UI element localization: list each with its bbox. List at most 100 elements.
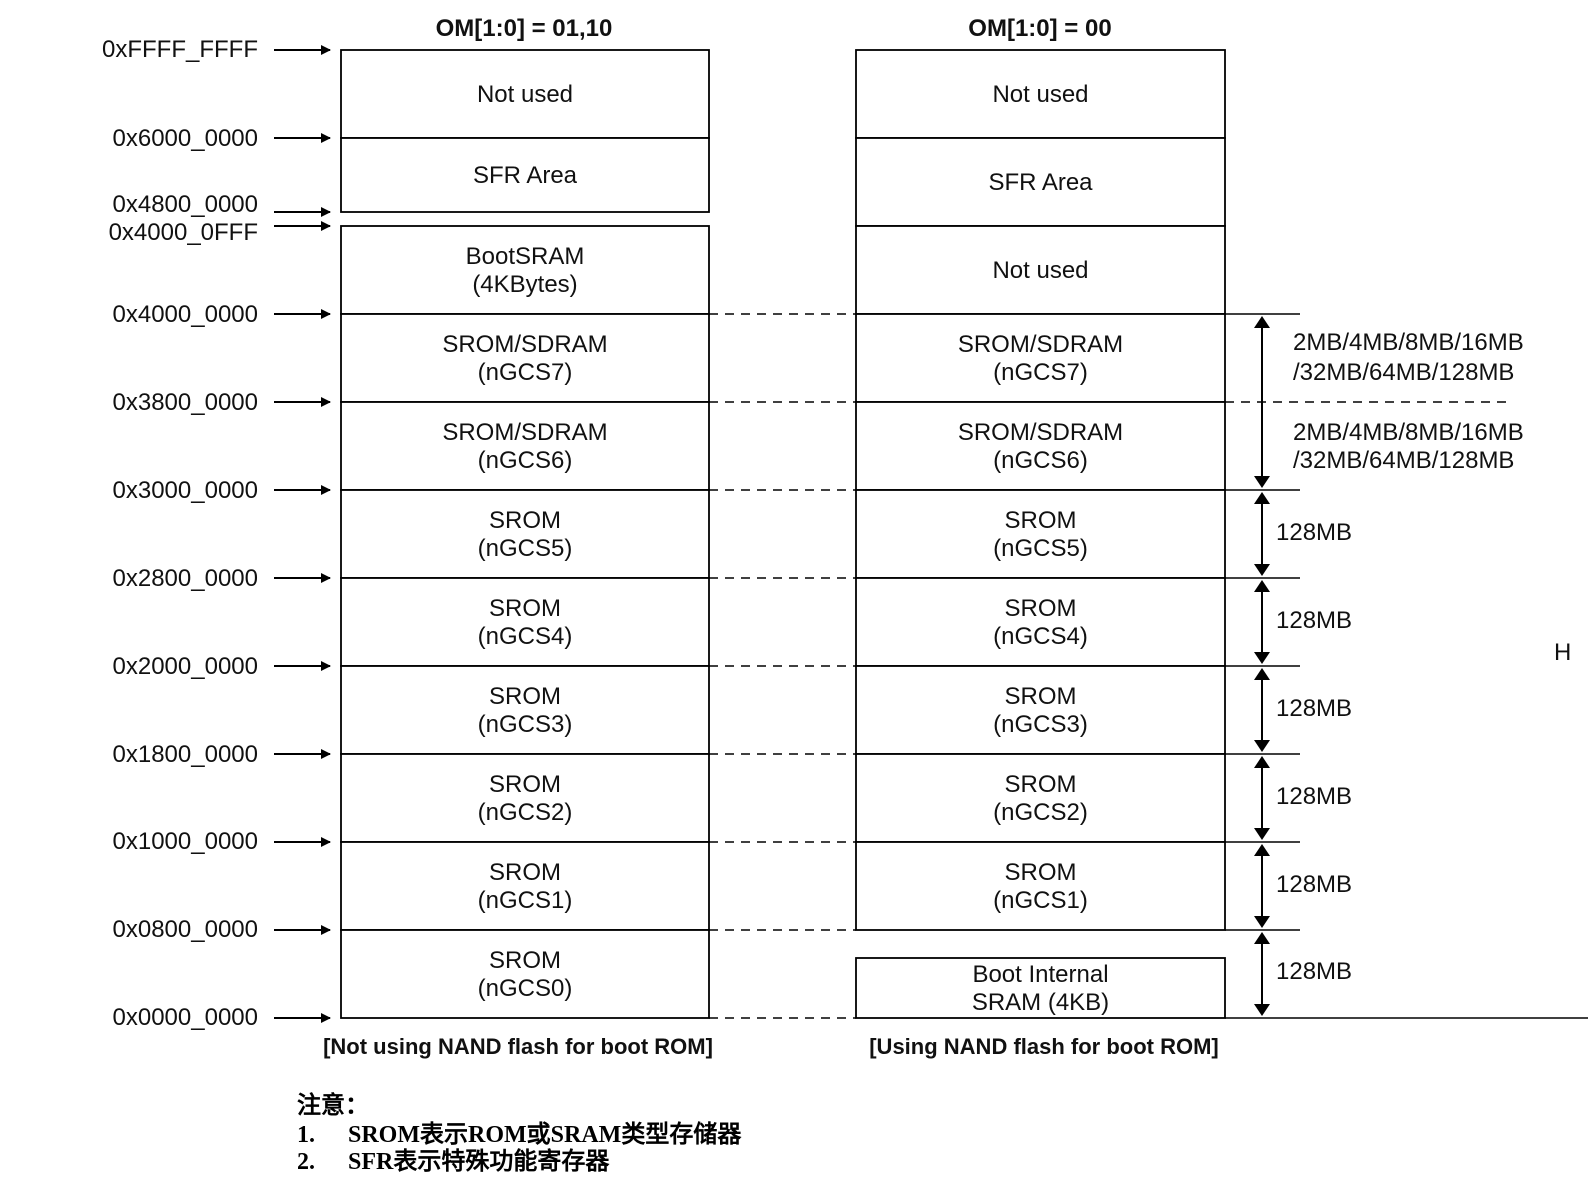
- address-label: 0x4800_0000: [113, 191, 258, 218]
- memory-block-label: (nGCS6): [993, 447, 1088, 474]
- column-title-om-01-10: OM[1:0] = 01,10: [436, 15, 613, 42]
- memory-block: SROM/SDRAM(nGCS6): [855, 401, 1226, 491]
- memory-block: SROM(nGCS3): [340, 665, 710, 755]
- size-annotations: [1225, 313, 1588, 1019]
- memory-block-label: SROM: [489, 859, 561, 886]
- size-label-ngcs3: 128MB: [1276, 695, 1352, 722]
- memory-block-label: (nGCS6): [478, 447, 573, 474]
- column-title-om-00: OM[1:0] = 00: [968, 15, 1111, 42]
- memory-block: SFR Area: [340, 137, 710, 213]
- memory-block-label: SROM: [1005, 507, 1077, 534]
- memory-block-label: SROM/SDRAM: [958, 419, 1123, 446]
- address-label: 0x0000_0000: [113, 1004, 258, 1031]
- memory-block: Not used: [340, 49, 710, 139]
- memory-block-label: Not used: [992, 81, 1088, 108]
- address-label: 0x4000_0000: [113, 301, 258, 328]
- memory-block-label: SFR Area: [988, 169, 1093, 196]
- memory-block: SROM(nGCS2): [340, 753, 710, 843]
- memory-block: SROM(nGCS4): [340, 577, 710, 667]
- address-label: 0xFFFF_FFFF: [102, 36, 258, 63]
- memory-block: SFR Area: [855, 137, 1226, 227]
- memory-block-label: (nGCS2): [478, 799, 573, 826]
- memory-block: SROM/SDRAM(nGCS7): [855, 313, 1226, 403]
- memory-block-label: SROM: [489, 683, 561, 710]
- memory-block: SROM(nGCS4): [855, 577, 1226, 667]
- address-label: 0x2000_0000: [113, 653, 258, 680]
- memory-block: SROM(nGCS3): [855, 665, 1226, 755]
- memory-block-label: SFR Area: [473, 162, 578, 189]
- address-label: 0x3000_0000: [113, 477, 258, 504]
- memory-block-label: Not used: [992, 257, 1088, 284]
- memory-block-label: (nGCS5): [478, 535, 573, 562]
- memory-block-label: SROM: [1005, 683, 1077, 710]
- address-label: 0x6000_0000: [113, 125, 258, 152]
- memory-block: SROM(nGCS1): [855, 841, 1226, 931]
- memory-block-label: (4KBytes): [472, 271, 577, 298]
- note-2-text: SFR表示特殊功能寄存器: [348, 1147, 610, 1175]
- cutoff-label: H: [1554, 639, 1571, 666]
- memory-block-label: Not used: [477, 81, 573, 108]
- size-label-ngcs6-line2: /32MB/64MB/128MB: [1293, 447, 1514, 474]
- memory-block: Not used: [855, 49, 1226, 139]
- address-label: 0x1800_0000: [113, 741, 258, 768]
- size-label-ngcs5: 128MB: [1276, 519, 1352, 546]
- memory-block-label: SROM/SDRAM: [958, 331, 1123, 358]
- memory-block: Not used: [855, 225, 1226, 315]
- note-2-number: 2.: [297, 1149, 315, 1175]
- size-label-ngcs0: 128MB: [1276, 958, 1352, 985]
- memory-block-label: (nGCS5): [993, 535, 1088, 562]
- memory-block-label: SRAM (4KB): [972, 989, 1109, 1016]
- memory-block: SROM(nGCS1): [340, 841, 710, 931]
- address-label: 0x4000_0FFF: [109, 219, 258, 246]
- memory-block-label: (nGCS4): [993, 623, 1088, 650]
- memory-block-label: (nGCS0): [478, 975, 573, 1002]
- memory-block-label: SROM: [1005, 859, 1077, 886]
- size-label-ngcs6-line1: 2MB/4MB/8MB/16MB: [1293, 419, 1524, 446]
- memory-block-label: SROM: [489, 947, 561, 974]
- memory-block-label: SROM: [489, 595, 561, 622]
- memory-block: SROM/SDRAM(nGCS7): [340, 313, 710, 403]
- memory-block: SROM/SDRAM(nGCS6): [340, 401, 710, 491]
- size-label-ngcs7-line1: 2MB/4MB/8MB/16MB: [1293, 329, 1524, 356]
- address-label: 0x2800_0000: [113, 565, 258, 592]
- memory-block-label: SROM: [489, 507, 561, 534]
- memory-block-label: SROM/SDRAM: [442, 331, 607, 358]
- memory-block-label: (nGCS2): [993, 799, 1088, 826]
- memory-block-label: (nGCS1): [993, 887, 1088, 914]
- memory-block-label: (nGCS3): [478, 711, 573, 738]
- memory-block-label: (nGCS7): [993, 359, 1088, 386]
- size-label-ngcs4: 128MB: [1276, 607, 1352, 634]
- memory-block: SROM(nGCS5): [855, 489, 1226, 579]
- memory-block-label: SROM: [1005, 771, 1077, 798]
- memory-block-label: (nGCS3): [993, 711, 1088, 738]
- address-label: 0x0800_0000: [113, 916, 258, 943]
- memory-block-label: SROM: [489, 771, 561, 798]
- dashed-connectors: [709, 313, 1512, 1019]
- address-labels: 0xFFFF_FFFF0x6000_00000x4800_00000x4000_…: [102, 36, 331, 1031]
- size-label-ngcs7-line2: /32MB/64MB/128MB: [1293, 359, 1514, 386]
- memory-block-label: Boot Internal: [972, 961, 1108, 988]
- memory-block-label: SROM/SDRAM: [442, 419, 607, 446]
- memory-block: SROM(nGCS2): [855, 753, 1226, 843]
- memory-block: SROM(nGCS0): [340, 929, 710, 1019]
- memory-block-label: (nGCS4): [478, 623, 573, 650]
- memory-block: SROM(nGCS5): [340, 489, 710, 579]
- notes-heading: 注意：: [297, 1091, 369, 1119]
- address-label: 0x1000_0000: [113, 828, 258, 855]
- note-1-text: SROM表示ROM或SRAM类型存储器: [348, 1120, 742, 1148]
- address-label: 0x3800_0000: [113, 389, 258, 416]
- memory-block-label: SROM: [1005, 595, 1077, 622]
- memory-block-label: BootSRAM: [466, 243, 585, 270]
- memory-block-label: (nGCS7): [478, 359, 573, 386]
- caption-using-nand: [Using NAND flash for boot ROM]: [869, 1034, 1219, 1059]
- note-1-number: 1.: [297, 1122, 315, 1148]
- size-label-ngcs1: 128MB: [1276, 871, 1352, 898]
- memory-block: BootSRAM(4KBytes): [340, 225, 710, 315]
- memory-block-label: (nGCS1): [478, 887, 573, 914]
- size-label-ngcs2: 128MB: [1276, 783, 1352, 810]
- caption-not-using-nand: [Not using NAND flash for boot ROM]: [323, 1034, 713, 1059]
